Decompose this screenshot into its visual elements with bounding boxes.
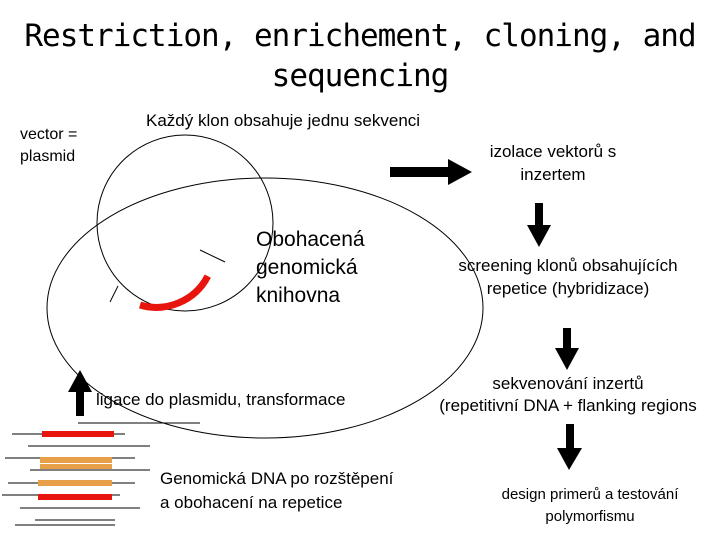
insert-arc — [139, 274, 211, 311]
library-label-line-2: genomická — [256, 256, 358, 279]
vector-label-line-1: vector = — [20, 126, 78, 143]
arrow-down-icon-3 — [557, 424, 582, 470]
repeat-band — [42, 431, 114, 437]
arrow-down-icon-1 — [527, 203, 551, 247]
repeat-band — [38, 494, 112, 500]
slide-title: Restriction, enrichement, cloning, and s… — [0, 16, 720, 96]
library-label: Obohacená genomická knihovna — [256, 226, 365, 310]
plasmid-circle — [96, 134, 274, 312]
arrow-right-icon — [390, 159, 472, 185]
title-line-1: Restriction, enrichement, cloning, and — [24, 18, 696, 54]
library-label-line-3: knihovna — [256, 284, 341, 307]
isolation-line-2: inzertem — [520, 165, 586, 184]
title-line-2: sequencing — [271, 58, 450, 94]
arrow-down-icon-2 — [555, 328, 579, 370]
ligation-step-label: ligace do plasmidu, transformace — [96, 390, 346, 409]
arrow-up-icon — [68, 370, 92, 416]
genomic-step-label: Genomická DNA po rozštěpení a obohacení … — [160, 467, 393, 515]
sequencing-step-label: sekvenování inzertů (repetitivní DNA + f… — [420, 373, 716, 417]
library-ellipse — [46, 177, 484, 439]
vector-label-line-2: plasmid — [20, 148, 76, 165]
dna-fragments — [2, 431, 150, 526]
vector-label: vector = plasmid — [20, 124, 77, 168]
repeat-band — [40, 464, 112, 469]
sequencing-line-2: (repetitivní DNA + flanking regions — [439, 396, 697, 415]
library-label-line-1: Obohacená — [256, 228, 365, 251]
clone-text: Každý klon obsahuje jednu sekvenci — [146, 111, 421, 130]
repeat-band — [38, 480, 112, 486]
isolation-line-1: izolace vektorů s — [489, 142, 617, 161]
screening-step-label: screening klonů obsahujících repetice (h… — [420, 254, 716, 300]
design-line-2: polymorfismu — [545, 508, 635, 525]
isolation-step-label: izolace vektorů s inzertem — [468, 140, 638, 186]
screening-line-1: screening klonů obsahujících — [458, 256, 678, 275]
repeat-band — [40, 457, 112, 463]
plasmid-tick-1 — [199, 249, 226, 263]
design-step-label: design primerů a testování polymorfismu — [440, 484, 720, 528]
design-line-1: design primerů a testování — [501, 486, 679, 503]
sequencing-line-1: sekvenování inzertů — [492, 374, 644, 393]
genomic-line-2: a obohacení na repetice — [160, 493, 343, 512]
genomic-line-1: Genomická DNA po rozštěpení — [160, 469, 394, 488]
plasmid-tick-2 — [109, 285, 119, 303]
screening-line-2: repetice (hybridizace) — [486, 279, 650, 298]
